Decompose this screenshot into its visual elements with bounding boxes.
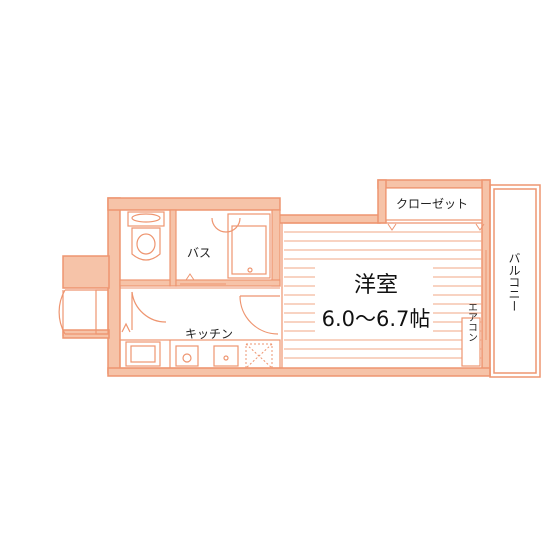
bath-door bbox=[180, 273, 226, 285]
bathtub bbox=[211, 213, 271, 279]
washing-machine bbox=[125, 341, 161, 367]
closet-label: クローゼット bbox=[396, 197, 468, 211]
bath-label: バス bbox=[187, 246, 211, 260]
aircon-label: エアコン bbox=[466, 302, 478, 342]
balcony bbox=[489, 184, 541, 378]
aircon: エアコン bbox=[461, 302, 481, 367]
fridge-space bbox=[245, 343, 273, 369]
kitchen-label: キッチン bbox=[185, 327, 233, 341]
western-room-name: 洋室 bbox=[354, 273, 398, 298]
toilet-bath-partitions bbox=[119, 209, 281, 287]
closet bbox=[385, 187, 483, 221]
kitchen-sink bbox=[175, 345, 199, 367]
western-room-edges bbox=[281, 222, 482, 368]
western-label-backdrop bbox=[315, 262, 433, 332]
balcony-label: バルコニー bbox=[507, 252, 521, 312]
stove bbox=[213, 345, 239, 367]
western-room-size: 6.0〜6.7帖 bbox=[322, 307, 431, 331]
toilet bbox=[127, 211, 165, 261]
entrance bbox=[58, 289, 109, 336]
closet-door-marks bbox=[387, 223, 485, 231]
corridor-doors bbox=[121, 291, 280, 335]
kitchen-counter bbox=[119, 339, 281, 369]
